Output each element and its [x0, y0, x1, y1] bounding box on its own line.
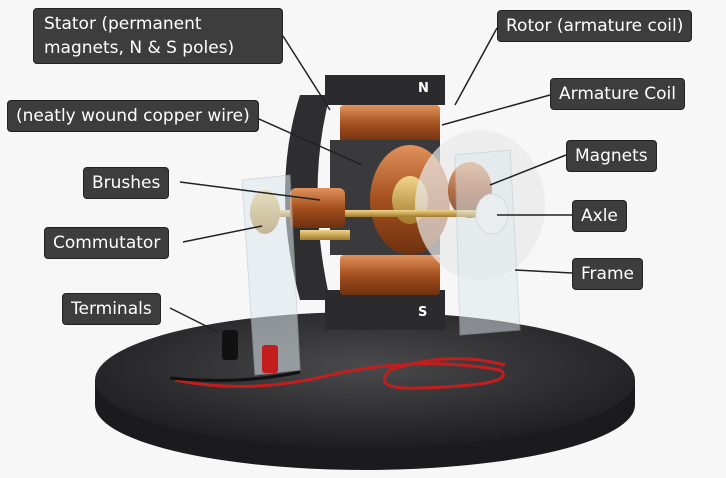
acrylic-frame — [241, 149, 521, 376]
label-frame: Frame — [572, 258, 643, 290]
label-copper-wire: (neatly wound copper wire) — [7, 100, 259, 132]
south-pole-mark: S — [418, 305, 428, 320]
terminals — [169, 330, 506, 390]
north-pole-mark: N — [418, 81, 429, 96]
label-stator: Stator (permanent magnets, N & S poles) — [33, 8, 283, 64]
label-brushes: Brushes — [83, 167, 170, 199]
label-stator-line2: magnets, N & S poles) — [44, 38, 235, 58]
label-terminals: Terminals — [62, 293, 161, 325]
granite-base — [95, 312, 635, 470]
axle-shaft — [250, 210, 500, 217]
label-axle: Axle — [572, 200, 627, 232]
label-armature-coil: Armature Coil — [550, 78, 685, 110]
label-commutator: Commutator — [44, 227, 170, 259]
label-rotor: Rotor (armature coil) — [497, 10, 693, 42]
label-magnets: Magnets — [566, 140, 657, 172]
label-stator-line1: Stator (permanent — [44, 14, 202, 34]
